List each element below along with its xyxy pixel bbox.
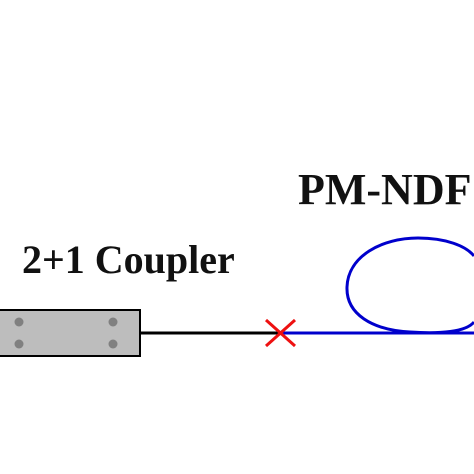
coupler-port-bottom-left	[14, 339, 24, 349]
coupler-port-bottom-right	[108, 339, 118, 349]
splice-x-cross-icon	[264, 318, 297, 348]
coupler-body	[0, 309, 141, 357]
coupler-component	[0, 309, 141, 357]
coupler-port-top-right	[108, 317, 118, 327]
fiber-coil-loop	[345, 236, 474, 335]
coupler-label: 2+1 Coupler	[22, 237, 235, 282]
pm-ndf-label: PM-NDF	[298, 165, 472, 214]
coupler-port-top-left	[14, 317, 24, 327]
